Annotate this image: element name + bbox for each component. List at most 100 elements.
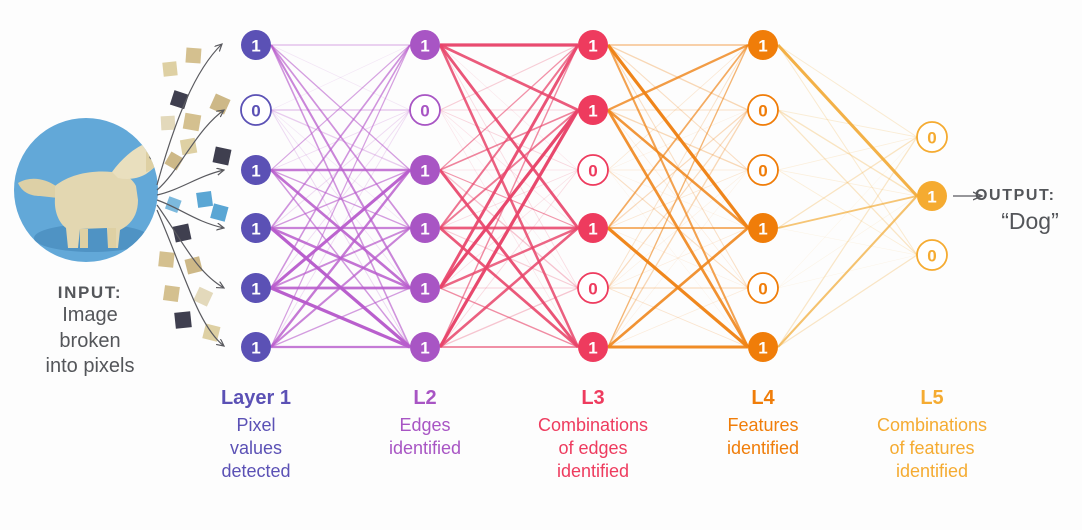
node-L3-3[interactable]: 0 — [577, 154, 609, 186]
layer-desc-line-1: Combinations — [876, 414, 988, 435]
edge-L4-5-to-L5-2 — [777, 254, 918, 348]
edge-L3-2-to-L4-1 — [607, 109, 749, 171]
edge-L2-3-to-L3-0 — [439, 44, 579, 229]
node-value: 1 — [758, 220, 767, 239]
node-L2-1[interactable]: 1 — [410, 30, 440, 60]
edge-L2-2-to-L3-1 — [439, 109, 579, 171]
node-L2-4[interactable]: 1 — [410, 213, 440, 243]
node-value: 1 — [588, 37, 597, 56]
layer-desc-line-1: Combinations — [537, 414, 649, 435]
node-L2-5[interactable]: 1 — [410, 273, 440, 303]
node-L1-1[interactable]: 1 — [241, 30, 271, 60]
node-value: 1 — [588, 339, 597, 358]
edge-L1-5-to-L2-1 — [270, 109, 411, 348]
layer-title: Layer 1 — [220, 387, 292, 409]
node-L1-5[interactable]: 1 — [241, 273, 271, 303]
layer-desc-line-2: identified — [388, 437, 462, 458]
input-image — [14, 118, 158, 262]
edge-L3-4-to-L4-2 — [607, 169, 749, 289]
node-value: 1 — [588, 102, 597, 121]
edge-L3-3-to-L4-0 — [607, 44, 749, 229]
edge-L4-4-to-L5-1 — [777, 195, 918, 289]
node-L4-1[interactable]: 1 — [748, 30, 778, 60]
layer-title: L5 — [920, 387, 944, 409]
layer-title: L3 — [581, 387, 605, 409]
layer-desc-line-3: detected — [221, 460, 291, 481]
edge-L4-3-to-L5-0 — [777, 136, 918, 229]
node-L3-1[interactable]: 1 — [578, 30, 608, 60]
node-circle — [747, 94, 779, 126]
edge-L1-2-to-L2-0 — [270, 44, 411, 171]
edge-L3-5-to-L4-2 — [607, 169, 749, 348]
pixel-squares — [158, 47, 232, 342]
edge-L3-5-to-L4-3 — [607, 226, 749, 349]
edge-L3-4-to-L4-0 — [607, 44, 749, 289]
node-L4-3[interactable]: 0 — [747, 154, 779, 186]
node-circle — [241, 155, 271, 185]
node-circle — [917, 181, 947, 211]
node-circle — [748, 30, 778, 60]
node-circle — [410, 30, 440, 60]
node-L3-5[interactable]: 0 — [577, 272, 609, 304]
node-L4-5[interactable]: 0 — [747, 272, 779, 304]
edge-L4-0-to-L5-0 — [777, 44, 918, 138]
node-circle — [240, 94, 272, 126]
node-L1-2[interactable]: 0 — [240, 94, 272, 126]
node-L2-2[interactable]: 0 — [409, 94, 441, 126]
node-L4-6[interactable]: 1 — [748, 332, 778, 362]
input-desc-line-2: broken — [59, 329, 121, 352]
node-circle — [410, 155, 440, 185]
node-circle — [578, 95, 608, 125]
node-L3-2[interactable]: 1 — [578, 95, 608, 125]
node-L3-4[interactable]: 1 — [578, 213, 608, 243]
node-L1-4[interactable]: 1 — [241, 213, 271, 243]
node-value: 1 — [420, 339, 429, 358]
node-L1-3[interactable]: 1 — [241, 155, 271, 185]
node-L5-3[interactable]: 0 — [916, 239, 948, 271]
edge-L1-5-to-L2-0 — [270, 44, 411, 348]
node-circle — [747, 272, 779, 304]
node-value: 1 — [758, 37, 767, 56]
node-value: 1 — [927, 188, 936, 207]
node-circle — [241, 213, 271, 243]
output-value: “Dog” — [1001, 207, 1059, 234]
node-circle — [916, 239, 948, 271]
node-L3-6[interactable]: 1 — [578, 332, 608, 362]
node-L5-1[interactable]: 0 — [916, 121, 948, 153]
node-L4-4[interactable]: 1 — [748, 213, 778, 243]
node-value: 1 — [251, 339, 260, 358]
node-L4-2[interactable]: 0 — [747, 94, 779, 126]
node-circle — [410, 213, 440, 243]
edge-L2-5-to-L3-2 — [439, 169, 579, 348]
edge-L1-1-to-L2-2 — [270, 109, 411, 171]
layer-desc-line-2: identified — [726, 437, 800, 458]
edge-L3-1-to-L4-4 — [607, 109, 749, 289]
edge-L1-4-to-L2-1 — [270, 109, 411, 289]
edge-L2-5-to-L3-3 — [439, 227, 579, 348]
node-value: 0 — [588, 162, 597, 181]
node-circle — [241, 332, 271, 362]
edge-L3-1-to-L4-3 — [607, 109, 749, 229]
edge-L3-5-to-L4-1 — [607, 109, 749, 348]
dog-illustration — [18, 141, 158, 252]
edge-L3-4-to-L4-1 — [607, 109, 749, 289]
node-value: 0 — [251, 102, 260, 121]
node-L2-3[interactable]: 1 — [410, 155, 440, 185]
node-L2-6[interactable]: 1 — [410, 332, 440, 362]
node-L5-2[interactable]: 1 — [917, 181, 947, 211]
layer-desc-line-1: Edges — [399, 414, 451, 435]
node-circle — [747, 154, 779, 186]
edge-L3-2-to-L4-4 — [607, 169, 749, 289]
node-circle — [578, 332, 608, 362]
edge-L3-1-to-L4-2 — [607, 109, 749, 171]
edge-L4-3-to-L5-2 — [777, 227, 918, 256]
node-L1-6[interactable]: 1 — [241, 332, 271, 362]
layer-desc-line-3: identified — [556, 460, 630, 481]
node-value: 1 — [251, 37, 260, 56]
edge-L1-5-to-L2-2 — [270, 169, 411, 348]
node-value: 1 — [420, 37, 429, 56]
edge-L3-4-to-L4-3 — [607, 227, 749, 289]
edge-L1-3-to-L2-1 — [270, 109, 411, 229]
